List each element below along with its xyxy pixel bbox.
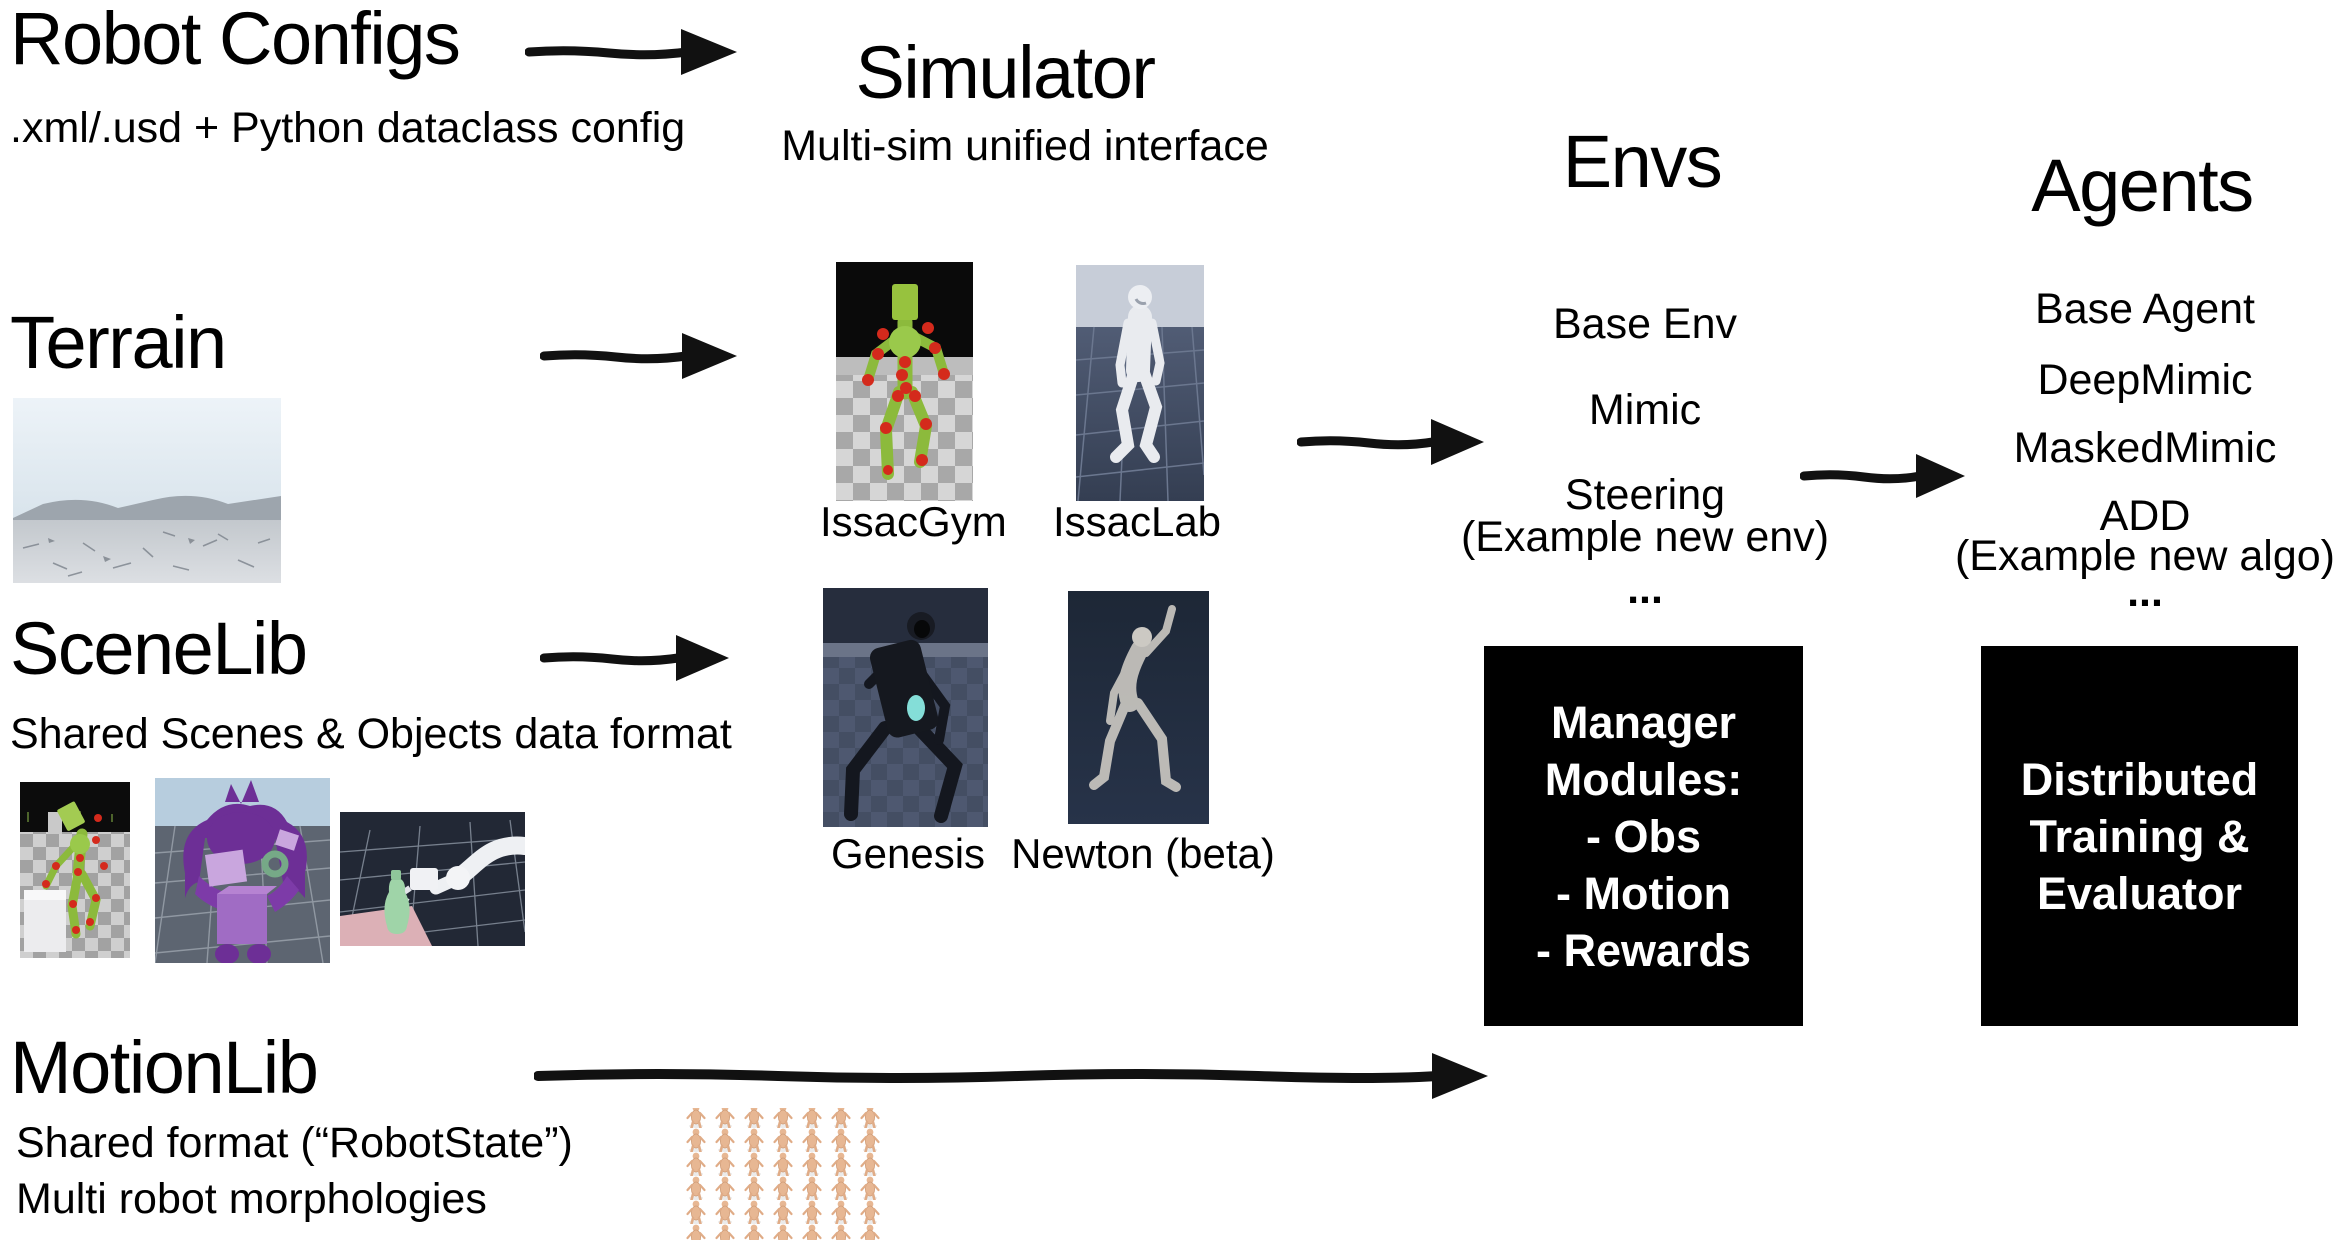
simulator-title: Simulator <box>855 31 1156 114</box>
terrain-image <box>13 398 281 583</box>
robot-configs-title: Robot Configs <box>10 0 461 80</box>
issacgym-label: IssacGym <box>820 498 1007 545</box>
genesis-label: Genesis <box>830 830 986 877</box>
agent-item-maskedmimic: MaskedMimic <box>2013 424 2277 472</box>
agent-item-add: ADD <box>2099 492 2191 540</box>
env-item-steering: Steering <box>1564 471 1726 519</box>
env-item-mimic: Mimic <box>1588 386 1702 434</box>
simulator-subtitle: Multi-sim unified interface <box>781 122 1269 170</box>
envs-title: Envs <box>1562 120 1723 203</box>
arrow-terrain-to-simulator <box>540 333 737 379</box>
env-item-base-env: Base Env <box>1552 300 1738 348</box>
manager-modules-line: - Motion <box>1556 867 1731 919</box>
scenelib-title: SceneLib <box>10 607 308 690</box>
arrow-robotconfigs-to-simulator <box>525 29 737 75</box>
manager-modules-line: Manager <box>1550 696 1737 748</box>
scenelib-image-humanoid-boxes <box>20 782 130 958</box>
scenelib-image-robot-arm <box>340 812 525 946</box>
agent-item-example-new-algo: (Example new algo) <box>1954 532 2335 580</box>
issaclab-image <box>1076 265 1204 501</box>
newton-image <box>1068 591 1209 824</box>
arrow-envs-to-agents <box>1800 454 1965 498</box>
genesis-image <box>823 588 988 827</box>
issaclab-label: IssacLab <box>1052 498 1222 545</box>
scenelib-subtitle: Shared Scenes & Objects data format <box>10 710 732 758</box>
agent-item-ellipsis: ... <box>2127 568 2163 616</box>
motionlib-title: MotionLib <box>10 1026 319 1109</box>
distributed-training-line: Evaluator <box>2036 867 2243 919</box>
agent-item-deepmimic: DeepMimic <box>2037 356 2253 404</box>
distributed-training-line: Training & <box>2029 810 2250 862</box>
motionlib-subtitle-1: Shared format (“RobotState”) <box>16 1119 573 1167</box>
distributed-training-box: Distributed Training & Evaluator <box>1981 646 2298 1026</box>
agent-item-base-agent: Base Agent <box>2035 285 2255 333</box>
manager-modules-box: Manager Modules: - Obs - Motion - Reward… <box>1484 646 1803 1026</box>
scenelib-image-purple-figure <box>155 778 330 963</box>
agents-title: Agents <box>2031 144 2254 227</box>
arrow-simulator-to-envs <box>1297 419 1484 465</box>
newton-label: Newton (beta) <box>1011 830 1275 877</box>
manager-modules-line: - Rewards <box>1535 924 1752 976</box>
env-item-example-new-env: (Example new env) <box>1460 513 1830 561</box>
arrow-scenelib-to-simulator <box>540 635 729 681</box>
arrow-motionlib-to-envs <box>534 1053 1488 1099</box>
issacgym-image <box>836 262 973 501</box>
distributed-training-line: Distributed <box>2020 753 2259 805</box>
robot-configs-subtitle: .xml/.usd + Python dataclass config <box>10 104 686 152</box>
motionlib-subtitle-2: Multi robot morphologies <box>16 1175 487 1223</box>
terrain-title: Terrain <box>10 301 227 384</box>
manager-modules-line: - Obs <box>1585 810 1701 862</box>
motionlib-figures-image <box>681 1104 887 1240</box>
env-item-ellipsis: ... <box>1627 565 1663 613</box>
manager-modules-line: Modules: <box>1544 753 1743 805</box>
